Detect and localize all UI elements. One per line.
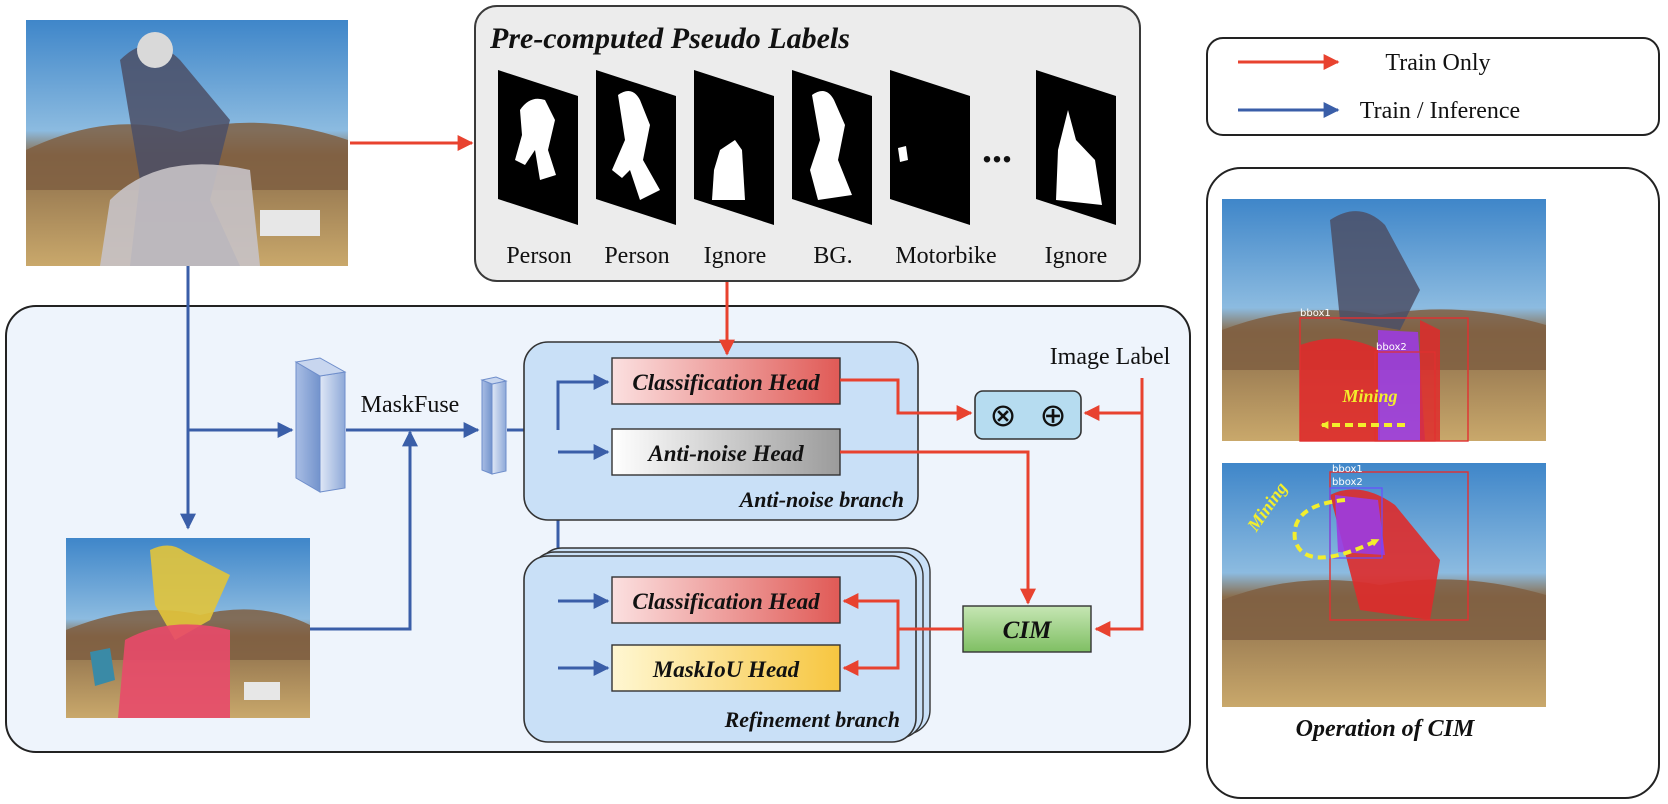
classification-head-antinoise: Classification Head [611,357,841,405]
cls-head-2-label: Classification Head [632,589,820,614]
input-image [26,20,348,266]
red-cim-to-heads [842,593,963,631]
pseudo-mask-2 [596,70,676,225]
cim-top-mining: Mining [1341,386,1397,406]
legend-train-only: Train Only [1385,50,1490,76]
antinoise-head: Anti-noise Head [611,428,841,476]
backbone-feature-block [294,357,347,493]
red-antinoise-to-cim [840,450,1036,605]
maskfuse-label: MaskFuse [361,392,460,418]
cim-top-bbox2: bbox2 [1376,342,1407,353]
cim-operation-caption: Operation of CIM [1296,716,1476,742]
pseudo-mask-5 [890,70,970,225]
pseudo-label-1: Person [506,243,571,269]
maskiou-head-label: MaskIoU Head [652,657,800,682]
antinoise-head-label: Anti-noise Head [646,441,804,466]
pseudo-label-3: Ignore [704,243,767,269]
red-cim-to-maskiou [842,629,900,676]
cim-box: CIM [962,605,1092,653]
pseudo-label-4: BG. [813,243,852,269]
blue-seg-to-maskfuse [310,430,418,631]
loss-operator-box: ⊗ ⊕ [974,390,1082,440]
maskiou-head: MaskIoU Head [611,644,841,692]
cim-bottom-bbox2: bbox2 [1332,477,1363,488]
cim-bottom-bbox1: bbox1 [1332,464,1363,475]
pseudo-mask-3 [694,70,774,225]
otimes-symbol: ⊗ [990,396,1017,434]
oplus-symbol: ⊕ [1040,396,1067,434]
legend-train-inference: Train / Inference [1360,98,1520,124]
classification-head-refinement: Classification Head [611,576,841,624]
pseudo-labels-panel: Pre-computed Pseudo Labels ... Person Pe… [474,5,1141,282]
cim-top-image: bbox1 bbox2 Mining [1222,199,1546,442]
pseudo-mask-1 [498,70,578,225]
antinoise-branch-label: Anti-noise branch [738,487,904,512]
pseudo-label-5: Motorbike [895,243,996,269]
red-cls-to-operator [840,378,973,421]
pseudo-labels-title: Pre-computed Pseudo Labels [489,22,850,55]
cim-top-bbox1: bbox1 [1300,308,1331,319]
refinement-branch-label: Refinement branch [724,707,900,732]
pseudo-mask-4 [792,70,872,225]
pseudo-label-6: Ignore [1045,243,1108,269]
segmentation-image [66,538,310,718]
pseudo-mask-6 [1036,70,1116,225]
fused-feature-block [480,376,508,475]
cim-bottom-image: bbox1 bbox2 Mining [1222,463,1546,707]
cim-label: CIM [1003,617,1052,644]
red-image-label-trunk [1094,378,1144,637]
legend: Train Only Train / Inference [1206,37,1660,136]
image-label-text: Image Label [1050,344,1171,370]
cls-head-1-label: Classification Head [632,370,820,395]
pseudo-label-2: Person [604,243,669,269]
cim-operation-panel: bbox1 bbox2 Mining bbox1 bbox2 Mining Op… [1206,167,1660,799]
blue-to-cls-head-1 [556,374,610,430]
pseudo-ellipsis: ... [982,126,1012,171]
cim-bottom-mining-arrow [1292,498,1380,560]
